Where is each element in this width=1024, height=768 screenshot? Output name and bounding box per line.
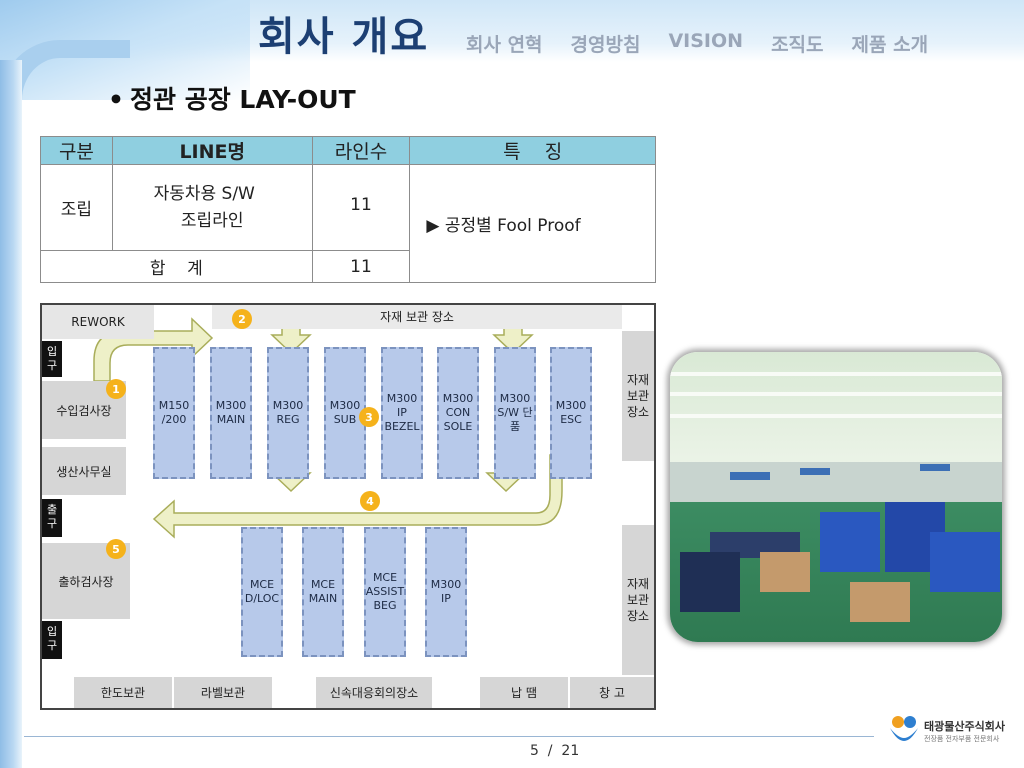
cell-line-count: 11 xyxy=(311,164,411,251)
cell-feature: ▶ 공정별 Fool Proof xyxy=(409,164,656,283)
nav-vision[interactable]: VISION xyxy=(668,30,744,52)
exit-tag: 출구 xyxy=(42,499,62,537)
arrow-return xyxy=(152,454,563,539)
cell-total-label: 합 계 xyxy=(40,250,313,283)
section-subtitle: •정관 공장 LAY-OUT xyxy=(108,80,356,116)
marker-4: 4 xyxy=(360,491,380,511)
storage-top-area: 자재 보관 장소 xyxy=(212,305,622,329)
marker-1: 1 xyxy=(106,379,126,399)
marker-5: 5 xyxy=(106,539,126,559)
machine-m300-sw: M300 S/W 단품 xyxy=(494,347,536,479)
bottom-area-label: 라벨보관 xyxy=(174,677,272,708)
machine-m300-main: M300 MAIN xyxy=(210,347,252,479)
storage-right-1: 자재 보관 장소 xyxy=(622,331,654,461)
machine-m300-esc: M300 ESC xyxy=(550,347,592,479)
logo-subtitle: 전장품 전자부품 전문회사 xyxy=(924,735,1000,743)
table-total-row: 합 계 11 xyxy=(40,250,656,283)
storage-right-2: 자재 보관 장소 xyxy=(622,525,654,675)
nav-policy[interactable]: 경영방침 xyxy=(570,34,641,56)
bottom-area-warehouse: 창 고 xyxy=(570,677,654,708)
bottom-area-meeting: 신속대응회의장소 xyxy=(316,677,432,708)
machine-m300-ip-bezel: M300 IP BEZEL xyxy=(381,347,423,479)
machine-m300-sub: M300 SUB xyxy=(324,347,366,479)
nav-org-chart[interactable]: 조직도 xyxy=(771,34,824,56)
subtitle-text: 정관 공장 LAY-OUT xyxy=(129,85,356,114)
cell-category: 조립 xyxy=(40,164,113,251)
nav-history[interactable]: 회사 연혁 xyxy=(466,34,543,56)
logo-name: 태광물산주식회사 xyxy=(924,720,1005,733)
th-feature: 특 징 xyxy=(409,136,656,165)
machine-mce-assist-beg: MCE ASSIST BEG xyxy=(364,527,406,657)
bullet-icon: • xyxy=(108,85,124,114)
logo-icon xyxy=(890,716,918,741)
nav-products[interactable]: 제품 소개 xyxy=(851,34,929,56)
cell-total-count: 11 xyxy=(311,250,411,283)
production-office-area: 생산사무실 xyxy=(42,447,126,495)
table-row: 조립 자동차용 S/W 조립라인 11 ▶ 공정별 Fool Proof xyxy=(40,164,656,283)
machine-m300-reg: M300 REG xyxy=(267,347,309,479)
factory-photo xyxy=(670,352,1002,642)
top-nav: 회사 연혁 경영방침 VISION 조직도 제품 소개 xyxy=(466,30,928,57)
entrance-tag-2: 입구 xyxy=(42,621,62,659)
th-line-name: LINE명 xyxy=(111,136,313,165)
th-line-count: 라인수 xyxy=(311,136,411,165)
line-name-2: 조립라인 xyxy=(180,210,244,231)
side-bar-decor xyxy=(0,60,22,768)
th-category: 구분 xyxy=(40,136,113,165)
machine-m300-ip: M300 IP xyxy=(425,527,467,657)
page-title: 회사 개요 xyxy=(258,14,430,60)
line-spec-table: 구분 LINE명 라인수 특 징 조립 자동차용 S/W 조립라인 11 ▶ 공… xyxy=(40,136,656,283)
table-header-row: 구분 LINE명 라인수 특 징 xyxy=(40,136,656,165)
cell-line-name: 자동차용 S/W 조립라인 xyxy=(111,164,313,251)
bottom-area-limit: 한도보관 xyxy=(74,677,172,708)
rework-area: REWORK xyxy=(42,305,154,339)
factory-photo-image xyxy=(670,352,1002,642)
company-logo: 태광물산주식회사 전장품 전자부품 전문회사 xyxy=(888,712,1018,752)
page-number: 5 / 21 xyxy=(530,743,580,759)
machine-mce-main: MCE MAIN xyxy=(302,527,344,657)
line-name-1: 자동차용 S/W xyxy=(153,183,255,204)
bottom-area-soldering: 납 땜 xyxy=(480,677,568,708)
marker-3: 3 xyxy=(359,407,379,427)
factory-layout: REWORK 자재 보관 장소 입구 수입검사장 생산사무실 출구 출하검사장 … xyxy=(40,303,656,710)
machine-mce-dloc: MCE D/LOC xyxy=(241,527,283,657)
machine-m300-console: M300 CON SOLE xyxy=(437,347,479,479)
marker-2: 2 xyxy=(232,309,252,329)
entrance-tag-1: 입구 xyxy=(42,341,62,377)
footer-divider xyxy=(24,736,874,737)
machine-m150-200: M150 /200 xyxy=(153,347,195,479)
